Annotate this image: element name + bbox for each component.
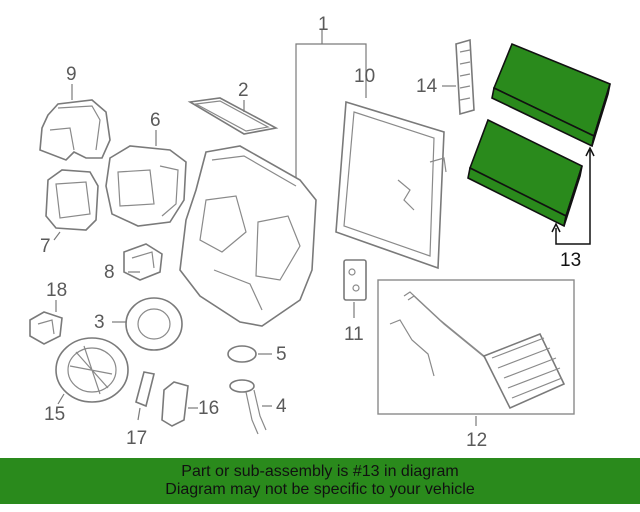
part-13-cabin-filters[interactable]: 13 [467,42,611,271]
part-1-hvac-case[interactable] [179,145,317,327]
part-10-evaporator[interactable]: 10 [335,66,447,270]
callout-6: 6 [150,110,161,131]
callout-16: 16 [198,398,219,419]
callout-5: 5 [276,344,287,365]
callout-4: 4 [276,396,287,417]
callout-2: 2 [238,80,249,101]
callout-14: 14 [416,76,438,97]
part-7-seal[interactable]: 7 [40,169,99,257]
part-11-expansion-valve[interactable]: 11 [343,259,367,345]
part-9-duct[interactable]: 9 [39,64,111,161]
callout-3: 3 [94,312,105,333]
callout-13: 13 [560,250,581,271]
part-17-gasket[interactable]: 17 [126,371,155,449]
part-16-seal[interactable]: 16 [161,381,219,427]
part-15-blower-motor[interactable]: 15 [44,337,129,425]
part-6-housing[interactable]: 6 [105,110,187,227]
part-14-filter-frame[interactable]: 14 [416,38,475,116]
callout-7: 7 [40,236,51,257]
callout-11: 11 [344,324,364,345]
callout-17: 17 [126,428,147,449]
callout-10: 10 [354,66,375,87]
callout-15: 15 [44,404,65,425]
part-5-clip[interactable]: 5 [227,344,287,365]
callout-9: 9 [66,64,77,85]
part-info-banner: Part or sub-assembly is #13 in diagram D… [0,458,640,504]
part-2-cover[interactable]: 2 [187,80,279,135]
callout-1: 1 [318,14,329,35]
part-18-resistor[interactable]: 18 [29,280,67,345]
callout-8: 8 [104,262,115,283]
banner-line-2: Diagram may not be specific to your vehi… [165,481,475,498]
part-12-heater-core-box[interactable]: 12 [377,279,575,451]
callout-12: 12 [466,430,487,451]
callout-group-1: 1 [295,14,367,186]
banner-line-1: Part or sub-assembly is #13 in diagram [181,463,459,480]
part-8-actuator[interactable]: 8 [104,243,163,283]
parts-diagram: 1 9 7 6 2 [29,14,611,451]
callout-18: 18 [46,280,67,301]
part-3-blower-cover[interactable]: 3 [94,297,183,351]
part-4-drain-hose[interactable]: 4 [229,379,287,435]
